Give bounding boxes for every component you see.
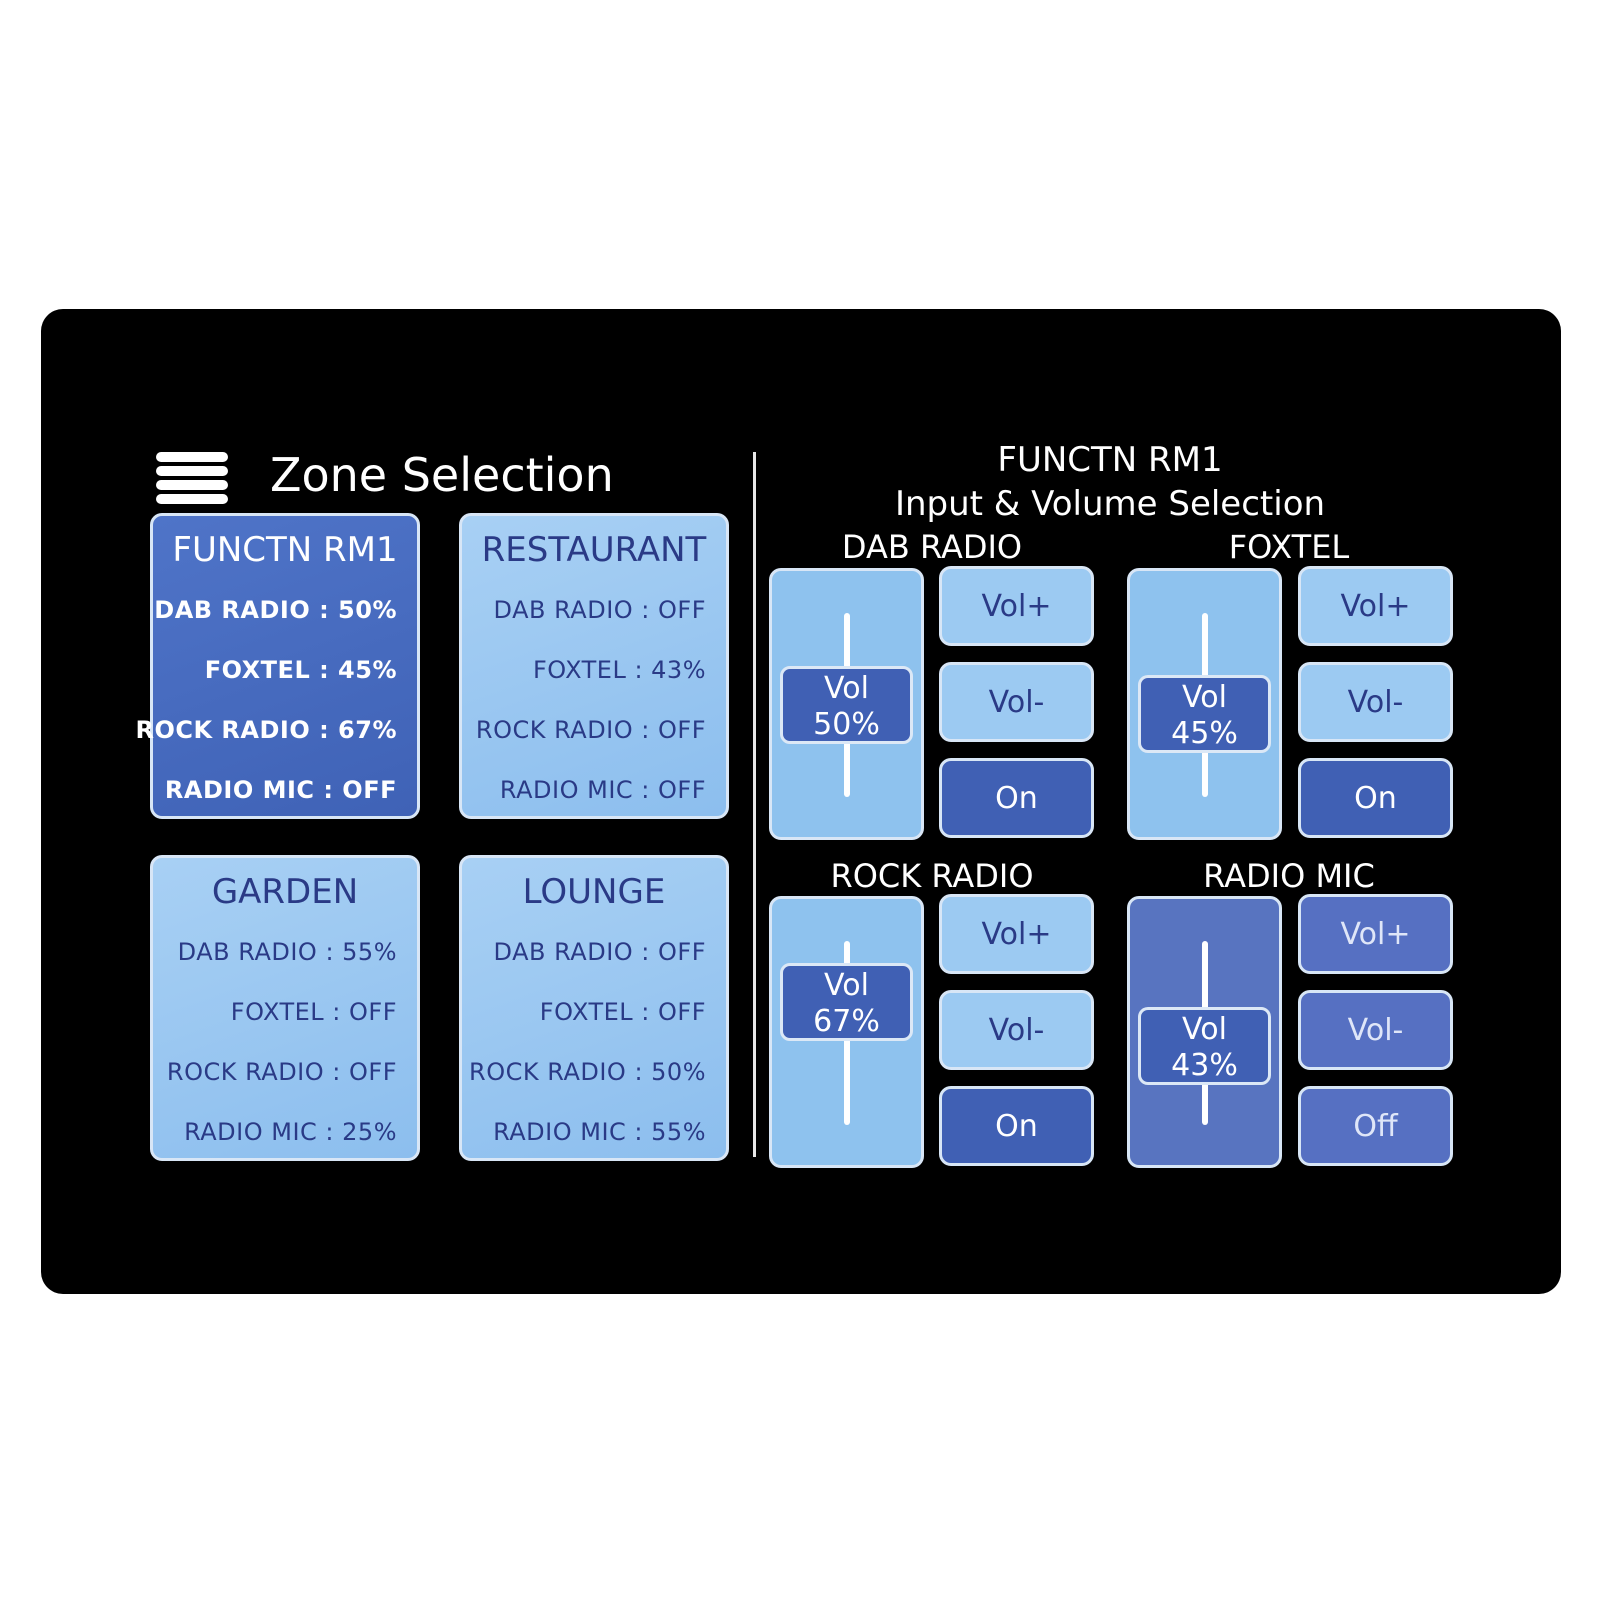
- zone-card-functn-rm1[interactable]: FUNCTN RM1 DAB RADIO : 50% FOXTEL : 45% …: [135, 513, 420, 819]
- vol-up-button-foxtel[interactable]: Vol+: [1298, 566, 1453, 646]
- knob-label: Vol: [1182, 1012, 1227, 1047]
- power-toggle-button-radio-mic[interactable]: Off: [1298, 1086, 1453, 1166]
- knob-value: 67%: [813, 1004, 880, 1039]
- zone-row-rock-radio: ROCK RADIO : 67%: [135, 716, 397, 744]
- zone-row-radio-mic: RADIO MIC : 25%: [184, 1118, 397, 1146]
- vol-up-button-rock-radio[interactable]: Vol+: [939, 894, 1094, 974]
- volume-slider-dab-radio[interactable]: Vol 50%: [769, 568, 924, 840]
- volume-slider-radio-mic[interactable]: Vol 43%: [1127, 896, 1282, 1168]
- zone-row-radio-mic: RADIO MIC : 55%: [493, 1118, 706, 1146]
- control-panel-subtitle: Input & Volume Selection: [894, 484, 1326, 524]
- vol-up-button-radio-mic[interactable]: Vol+: [1298, 894, 1453, 974]
- zone-row-rock-radio: ROCK RADIO : OFF: [475, 716, 706, 744]
- vol-down-button-foxtel[interactable]: Vol-: [1298, 662, 1453, 742]
- knob-label: Vol: [824, 968, 869, 1003]
- input-label-dab-radio: DAB RADIO: [841, 528, 1023, 566]
- panel-divider: [753, 452, 756, 1157]
- knob-value: 45%: [1171, 716, 1238, 751]
- vol-down-button-rock-radio[interactable]: Vol-: [939, 990, 1094, 1070]
- zone-row-rock-radio: ROCK RADIO : OFF: [166, 1058, 397, 1086]
- zone-row-dab-radio: DAB RADIO : OFF: [493, 938, 706, 966]
- power-toggle-button-rock-radio[interactable]: On: [939, 1086, 1094, 1166]
- vol-down-button-dab-radio[interactable]: Vol-: [939, 662, 1094, 742]
- vol-down-button-radio-mic[interactable]: Vol-: [1298, 990, 1453, 1070]
- knob-label: Vol: [824, 671, 869, 706]
- zone-card-restaurant[interactable]: RESTAURANT DAB RADIO : OFF FOXTEL : 43% …: [459, 513, 729, 819]
- zone-name: RESTAURANT: [481, 530, 707, 570]
- zone-name: LOUNGE: [522, 872, 666, 912]
- zone-row-dab-radio: DAB RADIO : 55%: [177, 938, 397, 966]
- power-toggle-button-foxtel[interactable]: On: [1298, 758, 1453, 838]
- zone-row-radio-mic: RADIO MIC : OFF: [164, 776, 397, 804]
- power-toggle-button-dab-radio[interactable]: On: [939, 758, 1094, 838]
- zone-selection-title: Zone Selection: [270, 448, 614, 502]
- zone-card-lounge[interactable]: LOUNGE DAB RADIO : OFF FOXTEL : OFF ROCK…: [459, 855, 729, 1161]
- input-label-radio-mic: RADIO MIC: [1203, 857, 1375, 895]
- zone-row-rock-radio: ROCK RADIO : 50%: [469, 1058, 706, 1086]
- control-panel-zone-title: FUNCTN RM1: [997, 440, 1223, 480]
- input-label-foxtel: FOXTEL: [1228, 528, 1350, 566]
- vol-up-button-dab-radio[interactable]: Vol+: [939, 566, 1094, 646]
- knob-value: 50%: [813, 707, 880, 742]
- zone-name: FUNCTN RM1: [172, 530, 398, 570]
- zone-row-dab-radio: DAB RADIO : 50%: [154, 596, 397, 624]
- hamburger-menu-icon[interactable]: [156, 452, 228, 506]
- knob-value: 43%: [1171, 1048, 1238, 1083]
- zone-card-garden[interactable]: GARDEN DAB RADIO : 55% FOXTEL : OFF ROCK…: [150, 855, 420, 1161]
- volume-slider-foxtel[interactable]: Vol 45%: [1127, 568, 1282, 840]
- zone-row-foxtel: FOXTEL : 45%: [204, 656, 397, 684]
- zone-row-foxtel: FOXTEL : OFF: [230, 998, 397, 1026]
- zone-row-dab-radio: DAB RADIO : OFF: [493, 596, 706, 624]
- knob-label: Vol: [1182, 680, 1227, 715]
- zone-row-foxtel: FOXTEL : 43%: [532, 656, 706, 684]
- zone-name: GARDEN: [211, 872, 359, 912]
- zone-row-foxtel: FOXTEL : OFF: [539, 998, 706, 1026]
- zone-row-radio-mic: RADIO MIC : OFF: [499, 776, 706, 804]
- slider-knob[interactable]: Vol 67%: [780, 963, 913, 1041]
- input-label-rock-radio: ROCK RADIO: [830, 857, 1034, 895]
- slider-knob[interactable]: Vol 45%: [1138, 675, 1271, 753]
- volume-slider-rock-radio[interactable]: Vol 67%: [769, 896, 924, 1168]
- slider-knob[interactable]: Vol 43%: [1138, 1007, 1271, 1085]
- slider-knob[interactable]: Vol 50%: [780, 666, 913, 744]
